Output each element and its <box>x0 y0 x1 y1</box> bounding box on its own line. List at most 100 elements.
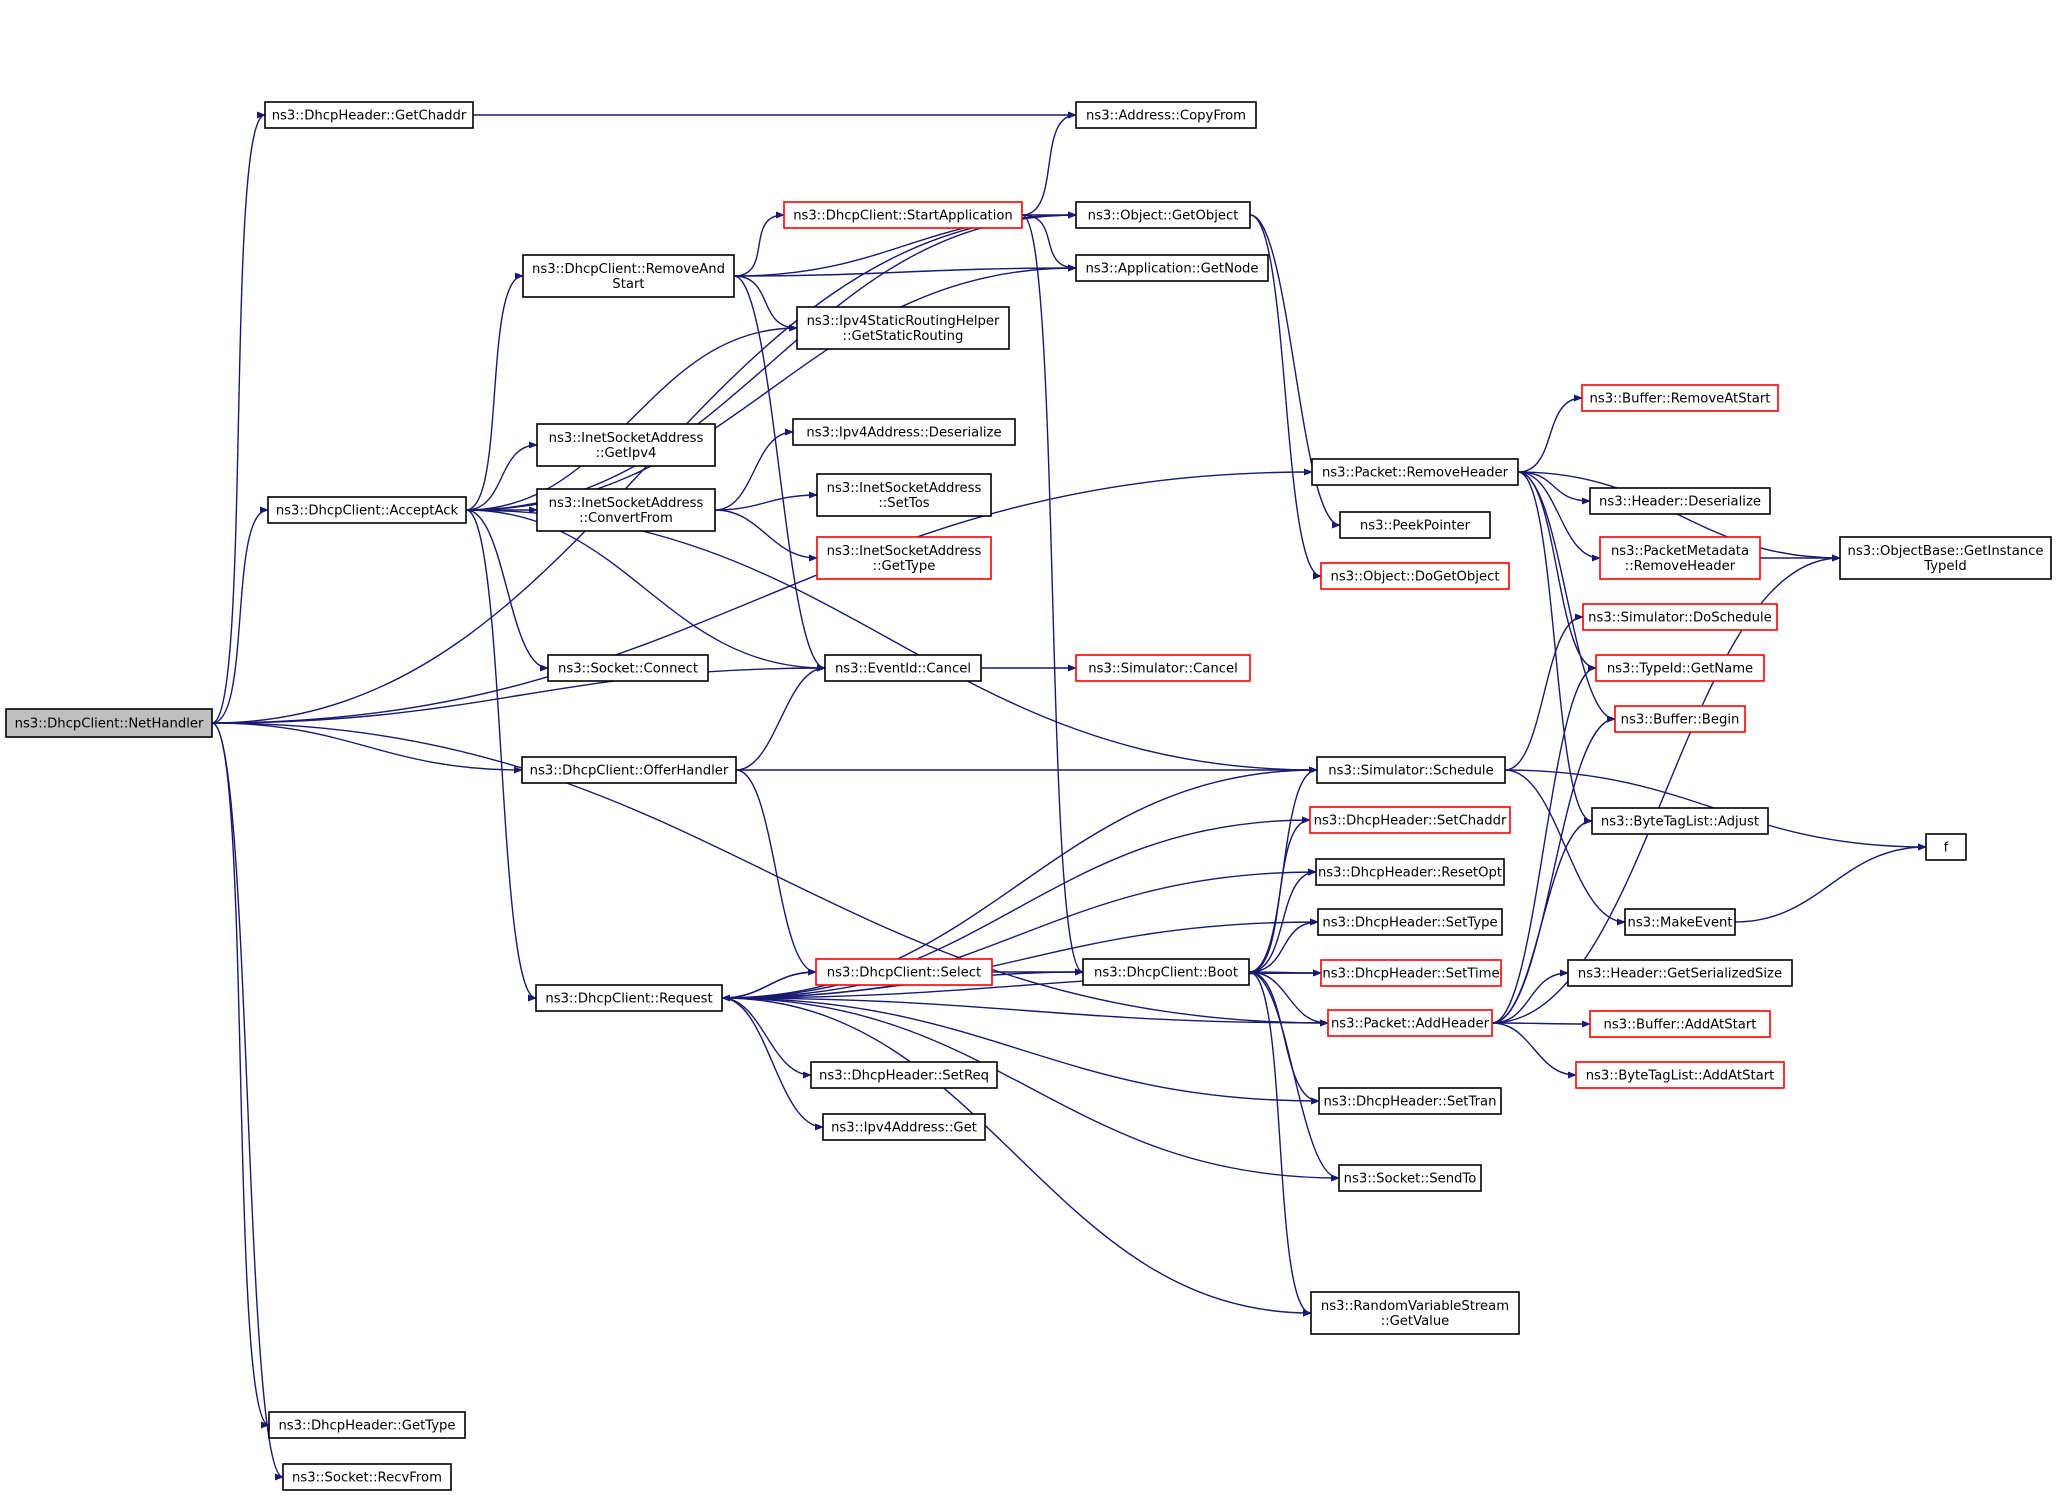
node-select[interactable]: ns3::DhcpClient::Select <box>815 958 993 986</box>
node-offerhandler[interactable]: ns3::DhcpClient::OfferHandler <box>521 756 737 784</box>
edge-boot-to-settype <box>1248 918 1319 973</box>
node-settype[interactable]: ns3::DhcpHeader::SetType <box>1317 908 1503 936</box>
node-box <box>810 1061 998 1089</box>
node-btl_addatstart[interactable]: ns3::ByteTagList::AddAtStart <box>1575 1061 1785 1089</box>
node-label: ns3::DhcpClient::Boot <box>1094 966 1238 981</box>
node-f[interactable]: f <box>1925 833 1967 861</box>
node-label: TypeId <box>1923 559 1967 574</box>
node-deserialize_ipv4[interactable]: ns3::Ipv4Address::Deserialize <box>792 418 1016 446</box>
node-box <box>264 101 474 129</box>
node-box <box>1925 833 1967 861</box>
node-dogetobject[interactable]: ns3::Object::DoGetObject <box>1320 562 1510 590</box>
node-request[interactable]: ns3::DhcpClient::Request <box>535 984 723 1012</box>
node-label: ns3::DhcpHeader::SetTime <box>1322 967 1499 982</box>
edge-getobject-to-peekpointer <box>1249 214 1341 529</box>
node-label: ::GetType <box>873 559 936 574</box>
node-label: ns3::DhcpHeader::ResetOpt <box>1318 866 1502 881</box>
node-addheader[interactable]: ns3::Packet::AddHeader <box>1327 1009 1493 1037</box>
node-label: ns3::Simulator::Cancel <box>1088 662 1237 677</box>
node-label: ns3::DhcpClient::Request <box>545 992 712 1007</box>
edge-layer <box>211 111 1927 1481</box>
node-gettype_dhcp[interactable]: ns3::DhcpHeader::GetType <box>268 1411 466 1439</box>
node-label: ::GetValue <box>1381 1314 1450 1329</box>
edge-convertfrom-to-deserialize_ipv4 <box>714 428 794 511</box>
edge-boot-to-setchaddr <box>1248 816 1311 973</box>
node-addatstart[interactable]: ns3::Buffer::AddAtStart <box>1589 1010 1771 1038</box>
node-label: ns3::Packet::RemoveHeader <box>1322 466 1509 481</box>
node-box <box>1614 705 1746 733</box>
node-gettype_isa[interactable]: ns3::InetSocketAddress::GetType <box>816 536 992 580</box>
edge-boot-to-resetopt <box>1248 868 1317 973</box>
node-label: ns3::Packet::AddHeader <box>1331 1017 1490 1032</box>
edge-getobject-to-dogetobject <box>1249 214 1322 580</box>
edge-nethandler-to-getchaddr <box>211 111 266 724</box>
node-box <box>1599 536 1761 580</box>
node-typeid_getname[interactable]: ns3::TypeId::GetName <box>1595 654 1765 682</box>
node-label: ns3::Buffer::AddAtStart <box>1604 1018 1757 1033</box>
node-label: ns3::Application::GetNode <box>1086 262 1259 277</box>
edge-boot-to-settime <box>1248 969 1322 977</box>
node-settran[interactable]: ns3::DhcpHeader::SetTran <box>1318 1087 1502 1115</box>
node-label: ns3::InetSocketAddress <box>827 544 982 559</box>
node-box <box>1589 1010 1771 1038</box>
edge-addheader-to-getserializedsize <box>1491 969 1569 1024</box>
node-box <box>521 756 737 784</box>
node-box <box>1338 1164 1482 1192</box>
edge-nethandler-to-recvfrom <box>211 722 284 1481</box>
node-boot[interactable]: ns3::DhcpClient::Boot <box>1082 958 1250 986</box>
node-header_deserialize[interactable]: ns3::Header::Deserialize <box>1589 487 1771 515</box>
node-label: f <box>1944 841 1949 856</box>
node-box <box>1309 806 1511 834</box>
node-label: ::SetTos <box>878 496 929 511</box>
node-recvfrom[interactable]: ns3::Socket::RecvFrom <box>282 1463 452 1491</box>
edge-removeandstart-to-startapp <box>733 211 785 277</box>
node-acceptack[interactable]: ns3::DhcpClient::AcceptAck <box>267 496 467 524</box>
node-box <box>1589 487 1771 515</box>
node-settos[interactable]: ns3::InetSocketAddress::SetTos <box>816 473 992 517</box>
node-sendto[interactable]: ns3::Socket::SendTo <box>1338 1164 1482 1192</box>
node-peekpointer[interactable]: ns3::PeekPointer <box>1339 511 1491 539</box>
node-getipv4[interactable]: ns3::InetSocketAddress::GetIpv4 <box>536 423 716 467</box>
node-simcancel[interactable]: ns3::Simulator::Cancel <box>1075 654 1251 682</box>
node-resetopt[interactable]: ns3::DhcpHeader::ResetOpt <box>1315 858 1505 886</box>
node-startapp[interactable]: ns3::DhcpClient::StartApplication <box>783 201 1023 229</box>
node-box <box>815 958 993 986</box>
node-copyfrom[interactable]: ns3::Address::CopyFrom <box>1075 101 1257 129</box>
node-label: ns3::DhcpHeader::GetChaddr <box>272 109 467 124</box>
node-box <box>1075 254 1269 282</box>
node-getstaticrouting[interactable]: ns3::Ipv4StaticRoutingHelper::GetStaticR… <box>796 306 1010 350</box>
node-box <box>536 488 716 532</box>
node-convertfrom[interactable]: ns3::InetSocketAddress::ConvertFrom <box>536 488 716 532</box>
node-getserializedsize[interactable]: ns3::Header::GetSerializedSize <box>1567 959 1793 987</box>
node-eventcancel[interactable]: ns3::EventId::Cancel <box>824 654 982 682</box>
node-schedule[interactable]: ns3::Simulator::Schedule <box>1316 756 1506 784</box>
node-getobject[interactable]: ns3::Object::GetObject <box>1075 201 1251 229</box>
node-settime[interactable]: ns3::DhcpHeader::SetTime <box>1320 959 1502 987</box>
node-ipv4get[interactable]: ns3::Ipv4Address::Get <box>822 1113 986 1141</box>
node-doschedule[interactable]: ns3::Simulator::DoSchedule <box>1582 603 1778 631</box>
node-setchaddr[interactable]: ns3::DhcpHeader::SetChaddr <box>1309 806 1511 834</box>
node-btl_adjust[interactable]: ns3::ByteTagList::Adjust <box>1591 807 1769 835</box>
node-connect[interactable]: ns3::Socket::Connect <box>547 654 709 682</box>
node-box <box>792 418 1016 446</box>
edge-addheader-to-btl_adjust <box>1491 817 1593 1024</box>
node-buffer_begin[interactable]: ns3::Buffer::Begin <box>1614 705 1746 733</box>
node-nethandler[interactable]: ns3::DhcpClient::NetHandler <box>5 708 213 738</box>
node-removeatstart[interactable]: ns3::Buffer::RemoveAtStart <box>1581 384 1779 412</box>
node-box <box>1582 603 1778 631</box>
node-box <box>796 306 1010 350</box>
node-setreq[interactable]: ns3::DhcpHeader::SetReq <box>810 1061 998 1089</box>
node-getnode[interactable]: ns3::Application::GetNode <box>1075 254 1269 282</box>
node-getvalue[interactable]: ns3::RandomVariableStream::GetValue <box>1310 1291 1520 1335</box>
edge-boot-to-sendto <box>1248 971 1340 1182</box>
edge-makeevent-to-f <box>1734 843 1927 923</box>
node-pm_removeheader[interactable]: ns3::PacketMetadata::RemoveHeader <box>1599 536 1761 580</box>
node-box <box>1575 1061 1785 1089</box>
node-box <box>783 201 1023 229</box>
node-label: ns3::Object::DoGetObject <box>1330 570 1499 585</box>
node-getchaddr[interactable]: ns3::DhcpHeader::GetChaddr <box>264 101 474 129</box>
node-removeheader[interactable]: ns3::Packet::RemoveHeader <box>1311 458 1519 486</box>
node-makeevent[interactable]: ns3::MakeEvent <box>1624 908 1736 936</box>
